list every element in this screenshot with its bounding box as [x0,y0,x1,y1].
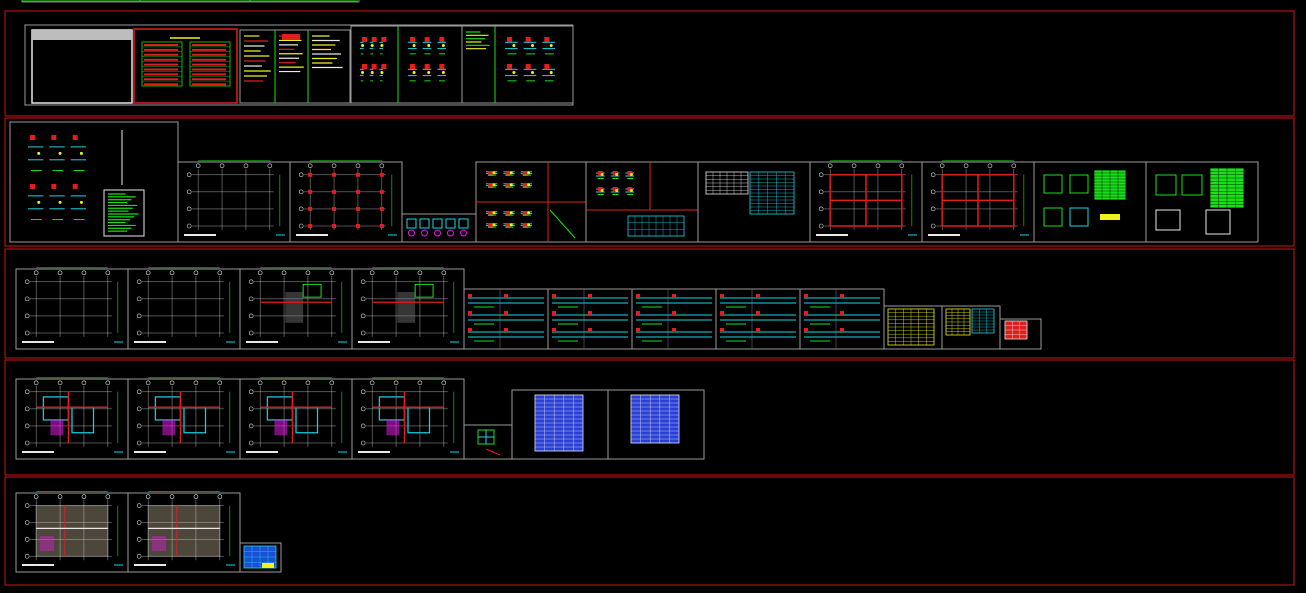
band-3[interactable] [4,248,1295,359]
standard-details-sheet-2[interactable] [461,25,574,104]
roof-beam-plan-sheet[interactable] [351,377,465,460]
first-floor-architectural-plan-sheet[interactable] [15,491,129,573]
band-2[interactable] [4,117,1295,247]
column-schedule-sheet-1[interactable] [883,305,943,350]
band-1[interactable] [4,10,1295,117]
drawing-sheets[interactable] [9,24,1259,573]
column-schedule-sheet-2[interactable] [941,305,1001,350]
footing-details-sheet-2[interactable] [1145,161,1259,243]
pile-layout-sheet[interactable] [289,160,403,243]
cover-sheet[interactable] [31,29,133,104]
second-floor-column-plan-sheet[interactable] [127,267,241,350]
first-floor-column-plan-sheet[interactable] [15,267,129,350]
second-floor-architectural-plan-sheet[interactable] [127,491,241,573]
standard-details-sheet-1[interactable] [350,25,463,104]
roof-slab-plan-sheet[interactable] [239,377,353,460]
ground-beam-plan-sheet[interactable] [809,160,923,243]
top-partial-sheet[interactable] [21,0,360,3]
band-frames [4,10,1295,586]
column-section-details-sheet[interactable] [475,161,587,243]
band-5[interactable] [4,476,1295,586]
small-schedule-sheet[interactable] [999,318,1042,350]
second-floor-slab-plan-sheet[interactable] [127,377,241,460]
band-4[interactable] [4,359,1295,476]
beam-elevation-details-sheet-3[interactable] [631,288,717,350]
slab-schedule-sheet-2[interactable] [607,389,705,460]
ground-slab-plan-sheet[interactable] [921,160,1035,243]
slab-schedule-sheet-1[interactable] [511,389,609,460]
drawing-index-sheet[interactable] [133,28,238,104]
door-window-schedule-sheet[interactable] [239,542,282,573]
general-notes-sheet[interactable] [239,29,351,104]
foundation-plan-sheet[interactable] [177,160,291,243]
first-floor-framing-plan-sheet[interactable] [239,267,353,350]
